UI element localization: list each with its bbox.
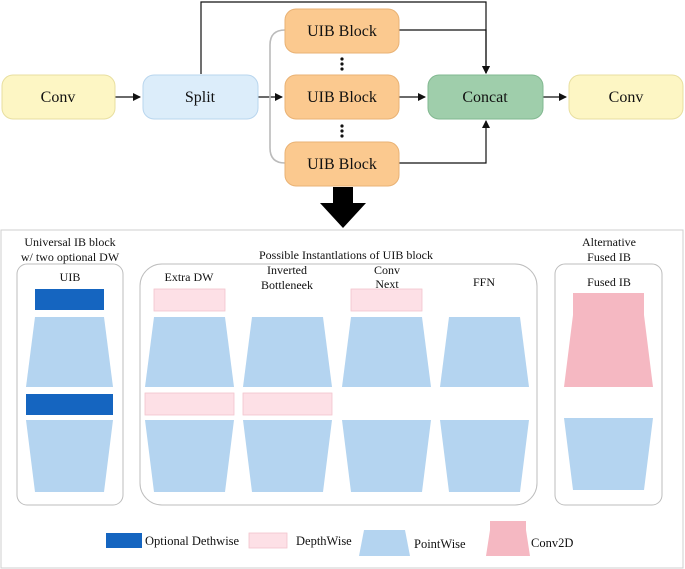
legend-optional-dw-label: Optional Dethwise [145, 534, 240, 548]
fused-ib-frame [554, 263, 663, 506]
left-title-line-2: w/ two optional DW [21, 250, 120, 264]
concat-label: Concat [462, 89, 508, 106]
uib-frame [16, 263, 124, 506]
inverted-bottleneck-label-2: Bottleneek [261, 278, 313, 292]
top-flow: Conv Split UIB Block UIB Block UIB Block… [1, 1, 684, 228]
concat-block: Concat [427, 74, 544, 120]
arrow-uib1-to-concat [399, 29, 490, 74]
arrow-uib3-to-concat [399, 120, 490, 164]
right-title-line-1: Alternative [582, 235, 636, 249]
right-title-line-2: Fused IB [587, 250, 631, 264]
inverted-bottleneck-pointwise-expand [243, 317, 332, 387]
ellipsis-dots-upper [340, 57, 344, 71]
extra-dw-depthwise-middle [144, 392, 235, 416]
uib-label: UIB [60, 270, 81, 284]
conv-output-block: Conv [568, 74, 684, 120]
convnext-label-2: Next [375, 277, 399, 291]
legend-depthwise-swatch [248, 532, 288, 549]
inverted-bottleneck-pointwise-project [243, 420, 332, 492]
uib-optional-dw-top [35, 289, 104, 310]
legend-conv2d-swatch-body [486, 530, 530, 556]
bottom-panel-frame [0, 229, 684, 569]
fused-ib-label: Fused IB [587, 275, 631, 289]
legend-pointwise-label: PointWise [414, 537, 466, 551]
split-label: Split [185, 89, 216, 106]
ffn-pointwise-project [440, 420, 529, 492]
inverted-bottleneck-depthwise [242, 392, 333, 416]
uib-block-3-label: UIB Block [307, 156, 377, 173]
uib-block-3: UIB Block [284, 141, 400, 187]
extra-dw-depthwise-top [153, 288, 226, 312]
extra-dw-pointwise-expand [145, 317, 234, 387]
uib-optional-dw-middle [26, 394, 113, 415]
conv-input-block: Conv [1, 74, 116, 120]
fused-ib-conv2d-expand [564, 315, 653, 387]
uib-pointwise-project [26, 420, 113, 492]
uib-block-1: UIB Block [284, 8, 400, 54]
branch-bracket [269, 29, 286, 164]
legend: Optional Dethwise DepthWise PointWise Co… [106, 521, 573, 556]
conv-input-label: Conv [41, 89, 76, 106]
uib-block-2-label: UIB Block [307, 89, 377, 106]
convnext-pointwise-expand [342, 317, 431, 387]
convnext-pointwise-project [342, 420, 431, 492]
convnext-depthwise-top [350, 288, 423, 312]
uib-block-1-label: UIB Block [307, 23, 377, 40]
ellipsis-dots-lower [340, 124, 344, 138]
split-block: Split [142, 74, 259, 120]
extra-dw-pointwise-project [145, 420, 234, 492]
legend-depthwise-label: DepthWise [296, 534, 352, 548]
legend-conv2d-label: Conv2D [531, 536, 573, 550]
uib-pointwise-expand [26, 317, 113, 387]
extra-dw-label: Extra DW [165, 270, 215, 284]
instantiations-frame [139, 263, 538, 506]
legend-conv2d-swatch-top [490, 521, 526, 530]
legend-optional-dw-swatch [106, 533, 142, 548]
convnext-label-1: Conv [374, 263, 400, 277]
ffn-pointwise-expand [440, 317, 529, 387]
conv-output-label: Conv [609, 89, 644, 106]
middle-title: Possible Instantlations of UIB block [259, 248, 433, 262]
fused-ib-pointwise-project [564, 418, 653, 490]
fused-ib-conv2d-top [573, 293, 644, 315]
left-title-line-1: Universal IB block [24, 235, 115, 249]
legend-pointwise-swatch [359, 530, 410, 556]
uib-block-2: UIB Block [284, 74, 400, 120]
bottom-panel: Universal IB block w/ two optional DW UI… [0, 229, 684, 569]
inverted-bottleneck-label-1: Inverted [267, 263, 307, 277]
big-down-arrow-icon [320, 187, 366, 228]
ffn-label: FFN [473, 275, 495, 289]
